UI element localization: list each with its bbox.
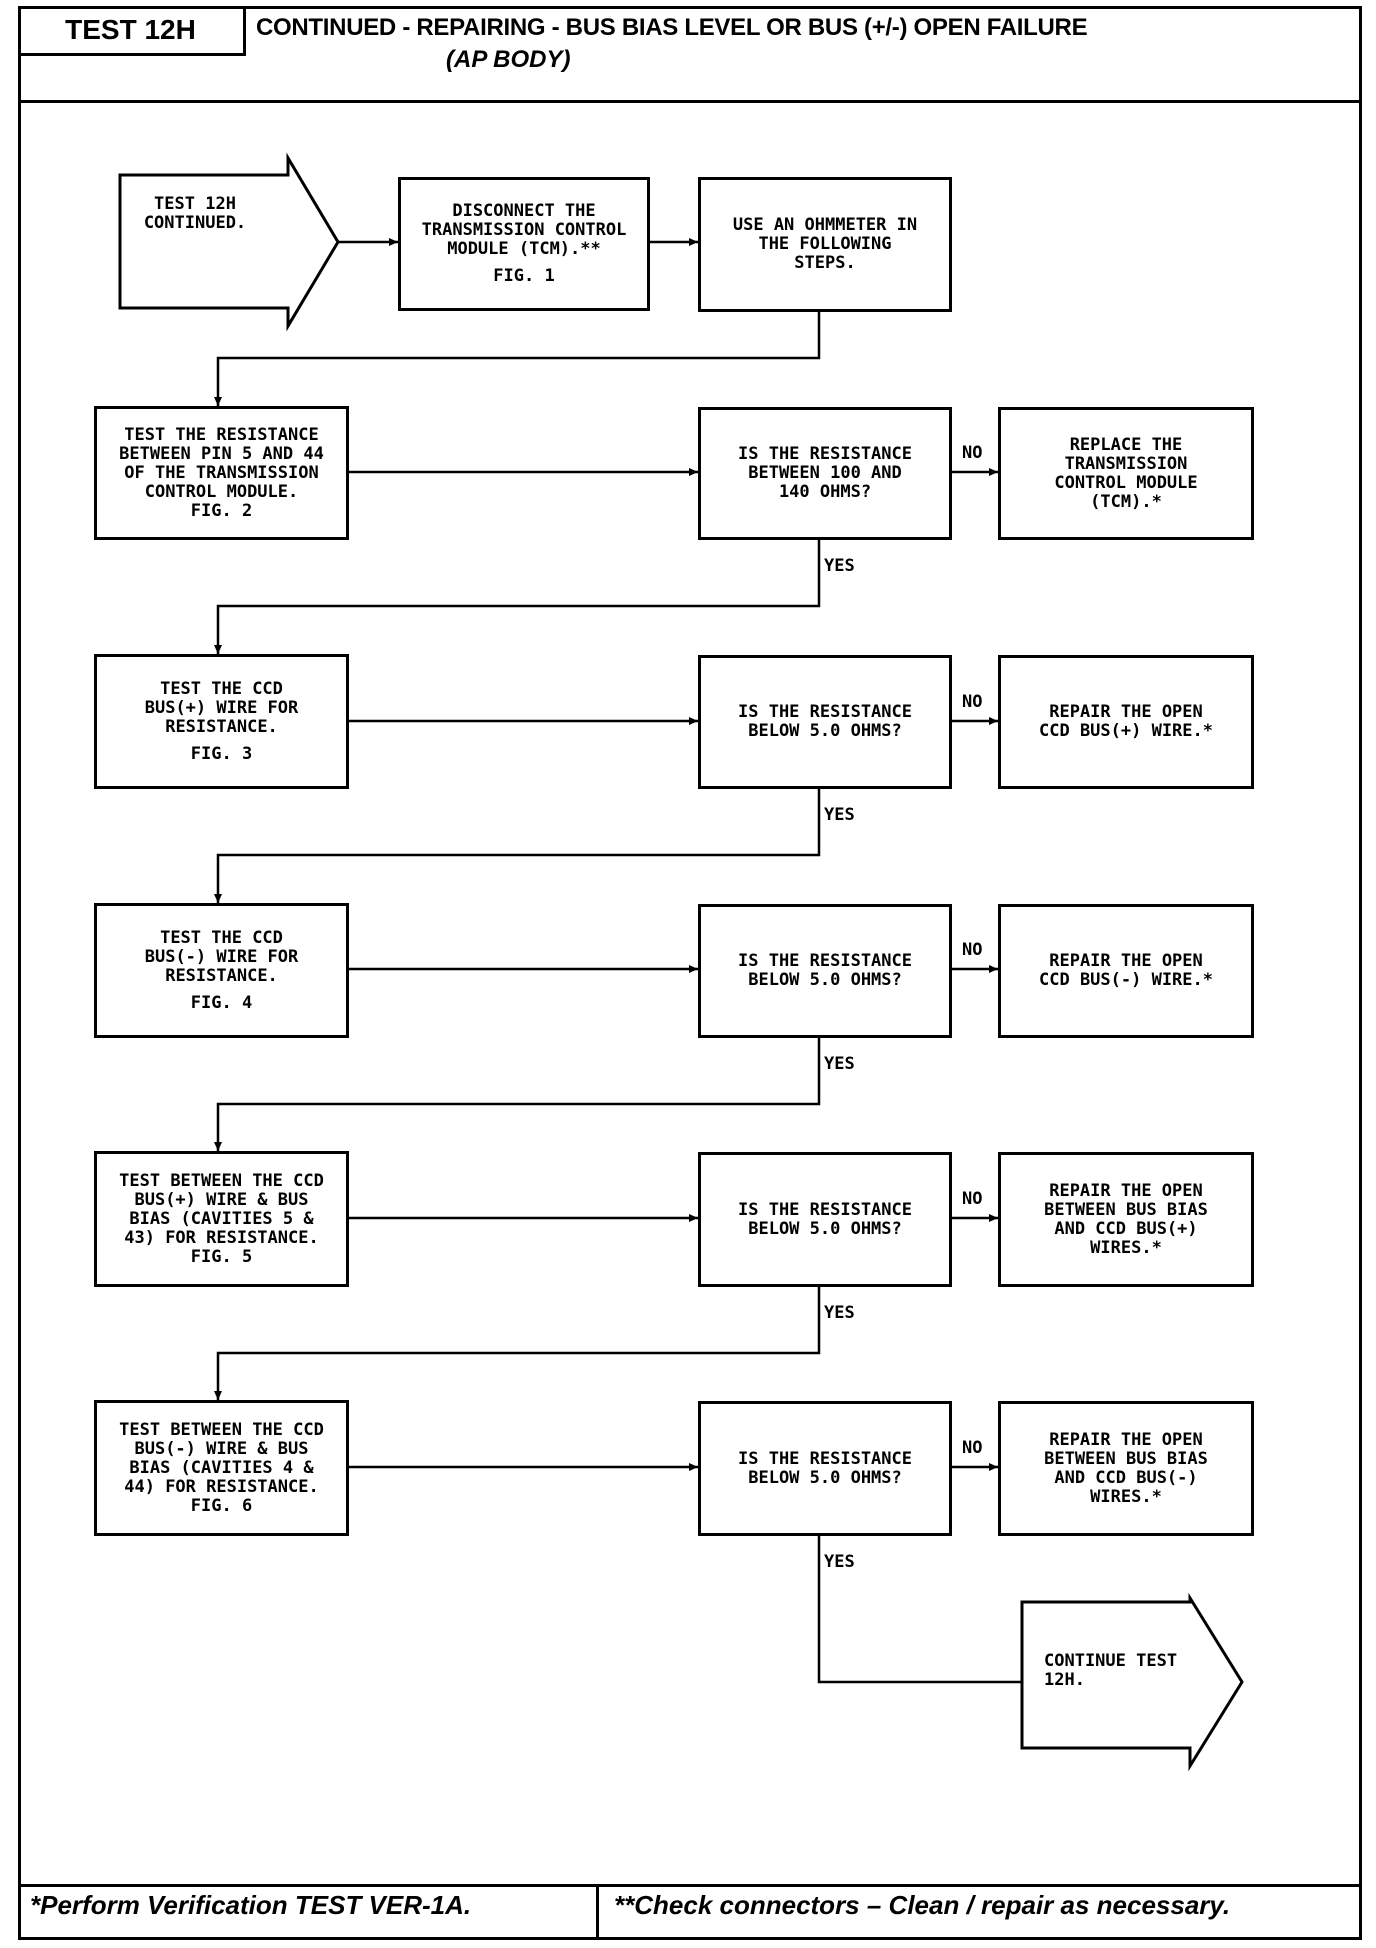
disconnect-text: DISCONNECT THE TRANSMISSION CONTROL MODU… bbox=[421, 201, 627, 259]
question-5-box: IS THE RESISTANCE BELOW 5.0 OHMS? bbox=[698, 1401, 952, 1536]
step-4-text: TEST BETWEEN THE CCD BUS(+) WIRE & BUS B… bbox=[119, 1170, 324, 1267]
disconnect-fig: FIG. 1 bbox=[493, 266, 555, 286]
question-4-box: IS THE RESISTANCE BELOW 5.0 OHMS? bbox=[698, 1152, 952, 1287]
start-node: TEST 12H CONTINUED. bbox=[143, 194, 247, 233]
result-2-box: REPAIR THE OPEN CCD BUS(+) WIRE.* bbox=[998, 655, 1254, 789]
question-1-text: IS THE RESISTANCE BETWEEN 100 AND 140 OH… bbox=[738, 444, 912, 502]
disconnect-tcm-box: DISCONNECT THE TRANSMISSION CONTROL MODU… bbox=[398, 177, 650, 311]
result-3-text: REPAIR THE OPEN CCD BUS(-) WIRE.* bbox=[1039, 951, 1213, 990]
question-2-box: IS THE RESISTANCE BELOW 5.0 OHMS? bbox=[698, 655, 952, 789]
question-3-text: IS THE RESISTANCE BELOW 5.0 OHMS? bbox=[738, 951, 912, 990]
result-2-text: REPAIR THE OPEN CCD BUS(+) WIRE.* bbox=[1039, 702, 1213, 741]
step-2-fig: FIG. 3 bbox=[190, 743, 253, 764]
page-subtitle: (AP BODY) bbox=[446, 46, 571, 73]
footer-column-divider bbox=[596, 1884, 599, 1940]
step-2-text: TEST THE CCD BUS(+) WIRE FOR RESISTANCE. bbox=[144, 678, 299, 737]
no-label-1: NO bbox=[962, 443, 983, 463]
step-5-box: TEST BETWEEN THE CCD BUS(-) WIRE & BUS B… bbox=[94, 1400, 349, 1536]
no-label-4: NO bbox=[962, 1189, 983, 1209]
step-4-box: TEST BETWEEN THE CCD BUS(+) WIRE & BUS B… bbox=[94, 1151, 349, 1287]
result-3-box: REPAIR THE OPEN CCD BUS(-) WIRE.* bbox=[998, 904, 1254, 1038]
result-1-text: REPLACE THE TRANSMISSION CONTROL MODULE … bbox=[1054, 434, 1198, 512]
yes-label-4: YES bbox=[824, 1303, 855, 1323]
ohmmeter-text: USE AN OHMMETER IN THE FOLLOWING STEPS. bbox=[732, 215, 918, 273]
result-5-box: REPAIR THE OPEN BETWEEN BUS BIAS AND CCD… bbox=[998, 1401, 1254, 1536]
footer-note-right: **Check connectors – Clean / repair as n… bbox=[614, 1890, 1231, 1920]
end-arrow-shape bbox=[1020, 1592, 1244, 1772]
step-2-box: TEST THE CCD BUS(+) WIRE FOR RESISTANCE.… bbox=[94, 654, 349, 789]
no-label-5: NO bbox=[962, 1438, 983, 1458]
step-1-text: TEST THE RESISTANCE BETWEEN PIN 5 AND 44… bbox=[119, 424, 324, 521]
step-3-box: TEST THE CCD BUS(-) WIRE FOR RESISTANCE.… bbox=[94, 903, 349, 1038]
footer-note-left: *Perform Verification TEST VER-1A. bbox=[30, 1890, 472, 1920]
result-4-box: REPAIR THE OPEN BETWEEN BUS BIAS AND CCD… bbox=[998, 1152, 1254, 1287]
question-3-box: IS THE RESISTANCE BELOW 5.0 OHMS? bbox=[698, 904, 952, 1038]
start-arrow-shape bbox=[118, 152, 340, 332]
step-1-box: TEST THE RESISTANCE BETWEEN PIN 5 AND 44… bbox=[94, 406, 349, 540]
result-5-text: REPAIR THE OPEN BETWEEN BUS BIAS AND CCD… bbox=[1044, 1429, 1208, 1507]
question-4-text: IS THE RESISTANCE BELOW 5.0 OHMS? bbox=[738, 1199, 912, 1239]
ohmmeter-box: USE AN OHMMETER IN THE FOLLOWING STEPS. bbox=[698, 177, 952, 312]
question-5-text: IS THE RESISTANCE BELOW 5.0 OHMS? bbox=[738, 1448, 912, 1488]
question-1-box: IS THE RESISTANCE BETWEEN 100 AND 140 OH… bbox=[698, 407, 952, 540]
step-3-text: TEST THE CCD BUS(-) WIRE FOR RESISTANCE. bbox=[144, 927, 299, 986]
page-frame bbox=[18, 6, 1362, 1940]
yes-label-2: YES bbox=[824, 805, 855, 825]
yes-label-5: YES bbox=[824, 1552, 855, 1572]
no-label-3: NO bbox=[962, 940, 983, 960]
page-title: CONTINUED - REPAIRING - BUS BIAS LEVEL O… bbox=[256, 14, 1088, 41]
test-label: TEST 12H bbox=[18, 6, 246, 56]
no-label-2: NO bbox=[962, 692, 983, 712]
question-2-text: IS THE RESISTANCE BELOW 5.0 OHMS? bbox=[738, 702, 912, 741]
end-node: CONTINUE TEST 12H. bbox=[1044, 1651, 1178, 1690]
result-1-box: REPLACE THE TRANSMISSION CONTROL MODULE … bbox=[998, 407, 1254, 540]
step-3-fig: FIG. 4 bbox=[190, 992, 253, 1013]
yes-label-1: YES bbox=[824, 556, 855, 576]
footer-divider bbox=[18, 1884, 1362, 1887]
yes-label-3: YES bbox=[824, 1054, 855, 1074]
result-4-text: REPAIR THE OPEN BETWEEN BUS BIAS AND CCD… bbox=[1044, 1180, 1208, 1258]
step-5-text: TEST BETWEEN THE CCD BUS(-) WIRE & BUS B… bbox=[119, 1419, 324, 1516]
header-divider bbox=[18, 100, 1362, 103]
